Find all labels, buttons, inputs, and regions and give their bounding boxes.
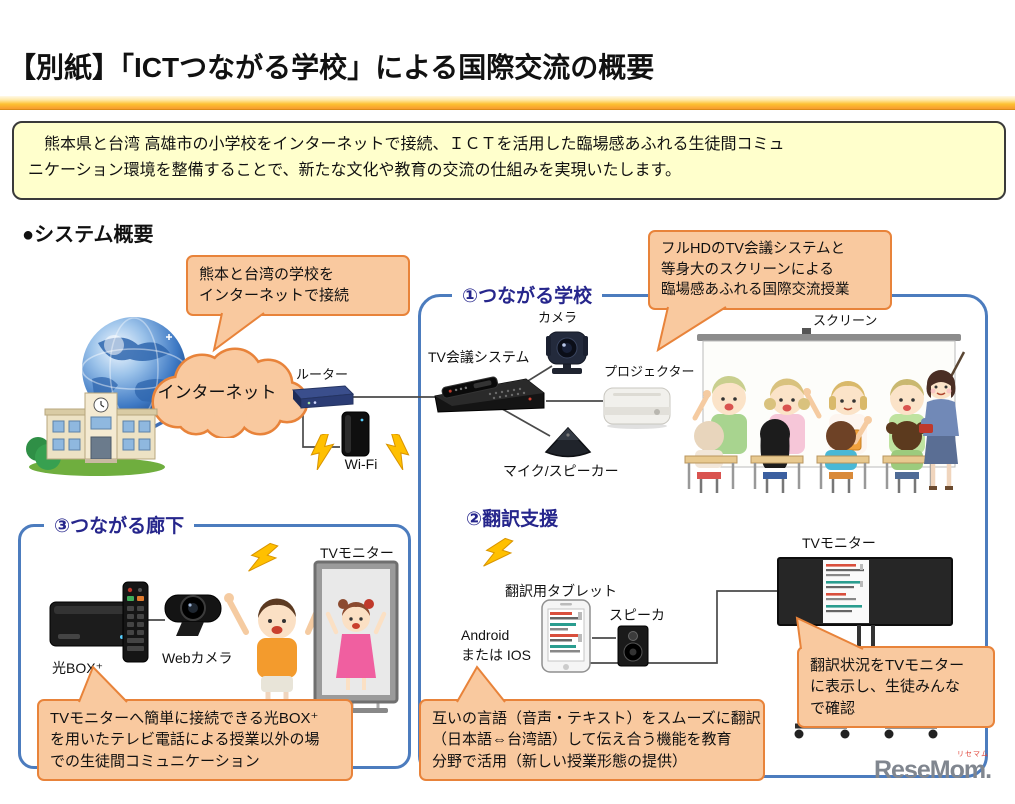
mic-speaker-device <box>544 426 592 458</box>
callout-mutual-language: 互いの言語（音声・テキスト）をスムーズに翻訳 （日本語⇔台湾語）して伝え合う機能… <box>419 665 765 781</box>
lightning-icon <box>310 434 335 470</box>
os-label: Android または IOS <box>461 627 532 663</box>
speaker-label: スピーカ <box>609 607 665 623</box>
web-camera-label: Webカメラ <box>162 650 233 666</box>
tablet-label: 翻訳用タブレット <box>505 583 617 599</box>
page-title: 【別紙】「ICTつながる学校」による国際交流の概要 <box>8 52 655 83</box>
resemom-logo-ruby: リセマム <box>957 751 990 758</box>
lightning-icon <box>385 434 410 470</box>
conference-camera-device <box>546 331 588 374</box>
tv-conference-system-device <box>434 376 545 413</box>
router-device <box>291 385 355 409</box>
translation-speaker-device <box>617 625 649 667</box>
section-label-connected-school: ①つながる学校 <box>452 281 603 308</box>
projector-device <box>603 387 671 429</box>
router-label: ルーター <box>296 367 349 382</box>
callout-fullhd-system: フルHDのTV会議システムと 等身大のスクリーンによる 臨場感あふれる国際交流授… <box>648 230 892 352</box>
overview-heading: ●システム概要 <box>22 224 154 246</box>
projector-label: プロジェクター <box>604 364 695 379</box>
tv-conference-label: TV会議システム <box>428 349 530 365</box>
title-divider <box>0 96 1015 110</box>
translation-monitor-label: TVモニター <box>802 535 876 551</box>
lightning-icon <box>248 542 279 572</box>
callout-hikari-box: TVモニターへ簡単に接続できる光BOX⁺ を用いたテレビ電話による授業以外の場 … <box>37 665 353 781</box>
wifi-label: Wi-Fi <box>344 456 378 472</box>
mic-speaker-label: マイク/スピーカー <box>503 463 619 479</box>
screen-label: スクリーン <box>813 313 878 328</box>
intro-box: 熊本県と台湾 高雄市の小学校をインターネットで接続、ＩＣＴを活用した臨場感あふれ… <box>12 121 1006 200</box>
corridor-monitor-label: TVモニター <box>320 545 394 561</box>
translation-tablet-device <box>541 599 591 673</box>
camera-label: カメラ <box>538 310 578 325</box>
school-building <box>26 392 165 476</box>
lightning-icon <box>483 537 514 567</box>
wifi-access-point <box>341 411 370 457</box>
callout-connect-schools: 熊本と台湾の学校を インターネットで接続 <box>186 255 410 352</box>
corridor-scene <box>49 560 399 713</box>
section-label-translation-support: ②翻訳支援 <box>466 509 559 530</box>
resemom-logo: リセマム ReseMom. <box>874 751 992 784</box>
internet-label: インターネット <box>157 383 277 402</box>
intro-line1: 熊本県と台湾 高雄市の小学校をインターネットで接続、ＩＣＴを活用した臨場感あふれ… <box>44 136 785 153</box>
intro-line2: ニケーション環境を整備することで、新たな文化や教育の交流の仕組みを実現いたします… <box>28 161 681 179</box>
section-label-connected-corridor: ③つながる廊下 <box>44 511 195 538</box>
classroom-scene <box>684 328 966 493</box>
callout-translation-display: 翻訳状況をTVモニター に表示し、生徒みんな で確認 <box>795 616 995 728</box>
